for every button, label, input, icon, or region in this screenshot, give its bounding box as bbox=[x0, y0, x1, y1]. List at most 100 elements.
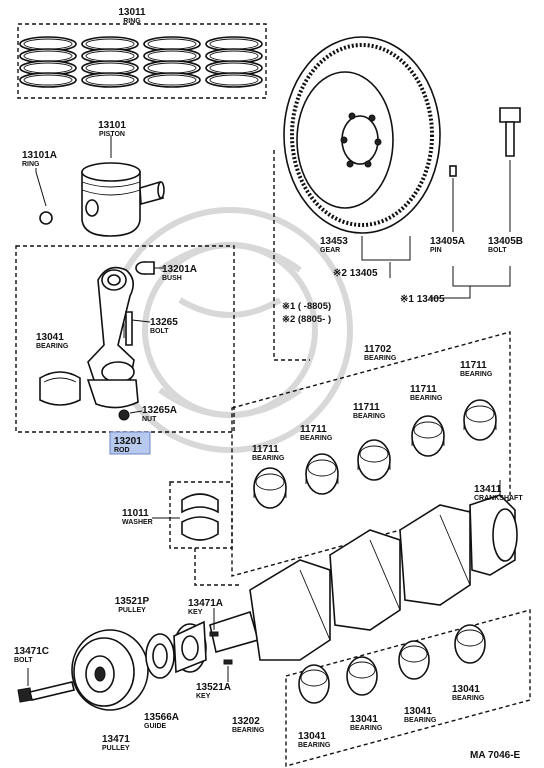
part-name-bearing-11702: BEARING bbox=[364, 355, 397, 362]
main-bearing-shell-1 bbox=[253, 467, 287, 509]
piston[interactable] bbox=[81, 135, 165, 237]
part-number-bearing-11711-a[interactable]: 11711 bbox=[460, 360, 487, 371]
part-number-rod-13201[interactable]: 13201 bbox=[114, 436, 142, 447]
part-name-bearing-13041-rod: BEARING bbox=[36, 343, 69, 350]
part-number-washer-11011[interactable]: 11011 bbox=[122, 508, 149, 519]
crankshaft[interactable] bbox=[209, 480, 518, 661]
part-number-bearing-13041-rod[interactable]: 13041 bbox=[36, 332, 64, 343]
part-number-pin-13405a[interactable]: 13405A bbox=[430, 236, 465, 247]
oil-seal-guide[interactable] bbox=[145, 633, 175, 679]
pulley-bolt[interactable] bbox=[17, 668, 75, 703]
part-name-pulley-13521p: PULLEY bbox=[118, 607, 146, 614]
part-number-bolt-13471c[interactable]: 13471C bbox=[14, 646, 49, 657]
part-name-ring-13011: RING bbox=[123, 18, 141, 25]
part-labels: 13011RING13101PISTON13101ARING13201ABUSH… bbox=[14, 7, 523, 752]
part-name-bearing-13041-d: BEARING bbox=[452, 695, 485, 702]
part-number-pulley-13471[interactable]: 13471 bbox=[102, 734, 130, 745]
part-number-crankshaft-13411[interactable]: 13411 bbox=[474, 484, 502, 495]
note-1: ※1 ( -8805) bbox=[282, 301, 331, 312]
part-name-gear-13453: GEAR bbox=[320, 247, 340, 254]
part-name-bolt-13265: BOLT bbox=[150, 328, 169, 335]
part-name-pulley-13471: PULLEY bbox=[102, 745, 130, 752]
part-name-bearing-13202: BEARING bbox=[232, 727, 265, 734]
main-bearing-shell-2 bbox=[305, 453, 339, 495]
flywheel-bolt[interactable] bbox=[499, 107, 521, 232]
part-name-pin-13405a: PIN bbox=[430, 247, 442, 254]
piston-pin-snap-ring[interactable] bbox=[35, 168, 53, 225]
part-number-ring-13011[interactable]: 13011 bbox=[118, 7, 146, 18]
connecting-rod-group[interactable] bbox=[15, 245, 235, 433]
flywheel-pin[interactable] bbox=[449, 165, 457, 232]
timing-pulley[interactable] bbox=[173, 620, 207, 674]
part-name-guide-13566a: GUIDE bbox=[144, 723, 167, 730]
part-name-key-13471a: KEY bbox=[188, 609, 203, 616]
part-number-piston-13101[interactable]: 13101 bbox=[98, 120, 126, 131]
ring-set-1 bbox=[19, 36, 77, 88]
part-name-rod-13201: ROD bbox=[114, 447, 130, 454]
crank-pulley[interactable] bbox=[71, 629, 149, 711]
part-name-bearing-11711-b: BEARING bbox=[410, 395, 443, 402]
part-number-bearing-13041-a[interactable]: 13041 bbox=[298, 731, 326, 742]
crank-keys[interactable] bbox=[209, 608, 233, 682]
part-number-bolt-13405b[interactable]: 13405B bbox=[488, 236, 523, 247]
part-number-bearing-13041-d[interactable]: 13041 bbox=[452, 684, 480, 695]
piston-ring-set[interactable] bbox=[17, 23, 267, 99]
rod-bolt[interactable] bbox=[125, 311, 151, 346]
part-name-bearing-11711-a: BEARING bbox=[460, 371, 493, 378]
part-name-washer-11011: WASHER bbox=[122, 519, 153, 526]
ring-set-2 bbox=[81, 36, 139, 88]
ring-set-4 bbox=[205, 36, 263, 88]
main-bearing-shell-4 bbox=[411, 415, 445, 457]
part-number-pulley-13521p[interactable]: 13521P bbox=[115, 596, 150, 607]
part-number-bearing-13041-c[interactable]: 13041 bbox=[404, 706, 432, 717]
conrod-bearing-shell-1 bbox=[298, 664, 330, 704]
figure-code: MA 7046-E bbox=[470, 750, 521, 761]
part-name-bolt-13405b: BOLT bbox=[488, 247, 507, 254]
part-number-bearing-11711-c[interactable]: 11711 bbox=[353, 402, 380, 413]
part-name-bearing-11711-c: BEARING bbox=[353, 413, 386, 420]
part-number-ring-13101a[interactable]: 13101A bbox=[22, 150, 57, 161]
rod-bush[interactable] bbox=[135, 261, 164, 275]
part-name-nut-13265a: NUT bbox=[142, 416, 157, 423]
part-name-bearing-13041-b: BEARING bbox=[350, 725, 383, 732]
part-name-bolt-13471c: BOLT bbox=[14, 657, 33, 664]
part-name-bush-13201a: BUSH bbox=[162, 275, 182, 282]
part-number-nut-13265a[interactable]: 13265A bbox=[142, 405, 177, 416]
part-number-bolt-13265[interactable]: 13265 bbox=[150, 317, 178, 328]
part-name-bearing-13041-c: BEARING bbox=[404, 717, 437, 724]
rod-bearing[interactable] bbox=[39, 371, 81, 406]
part-number-flywheel-13405-1[interactable]: ※1 13405 bbox=[400, 294, 445, 305]
conrod-bearing-set[interactable] bbox=[285, 609, 531, 767]
conrod-bearing-shell-2 bbox=[346, 656, 378, 696]
watermark bbox=[107, 207, 353, 453]
part-number-key-13521a[interactable]: 13521A bbox=[196, 682, 231, 693]
flywheel-leaders bbox=[273, 150, 511, 361]
part-number-bearing-11711-b[interactable]: 11711 bbox=[410, 384, 437, 395]
main-bearing-shell-5 bbox=[463, 399, 497, 441]
rod-nut[interactable] bbox=[118, 409, 143, 421]
part-number-bearing-13202[interactable]: 13202 bbox=[232, 716, 260, 727]
part-name-ring-13101a: RING bbox=[22, 161, 40, 168]
ring-set-3 bbox=[143, 36, 201, 88]
conrod-bearing-shell-3 bbox=[398, 640, 430, 680]
main-bearing-shell-3 bbox=[357, 439, 391, 481]
flywheel[interactable] bbox=[283, 36, 441, 234]
part-name-crankshaft-13411: CRANKSHAFT bbox=[474, 495, 523, 502]
part-number-bearing-11711-d[interactable]: 11711 bbox=[300, 424, 327, 435]
part-number-bearing-11711-e[interactable]: 11711 bbox=[252, 444, 279, 455]
part-name-key-13521a: KEY bbox=[196, 693, 211, 700]
part-name-bearing-13041-a: BEARING bbox=[298, 742, 331, 749]
main-bearing-set[interactable] bbox=[231, 331, 511, 577]
part-number-flywheel-13405-2[interactable]: ※2 13405 bbox=[333, 268, 378, 279]
part-number-bush-13201a[interactable]: 13201A bbox=[162, 264, 197, 275]
part-number-bearing-13041-b[interactable]: 13041 bbox=[350, 714, 378, 725]
note-2: ※2 (8805- ) bbox=[282, 314, 331, 325]
part-name-bearing-11711-d: BEARING bbox=[300, 435, 333, 442]
part-number-bearing-11702[interactable]: 11702 bbox=[364, 344, 392, 355]
part-number-key-13471a[interactable]: 13471A bbox=[188, 598, 223, 609]
part-number-gear-13453[interactable]: 13453 bbox=[320, 236, 348, 247]
part-name-piston-13101: PISTON bbox=[99, 131, 125, 138]
part-number-guide-13566a[interactable]: 13566A bbox=[144, 712, 179, 723]
thrust-washer-set[interactable] bbox=[152, 481, 240, 586]
